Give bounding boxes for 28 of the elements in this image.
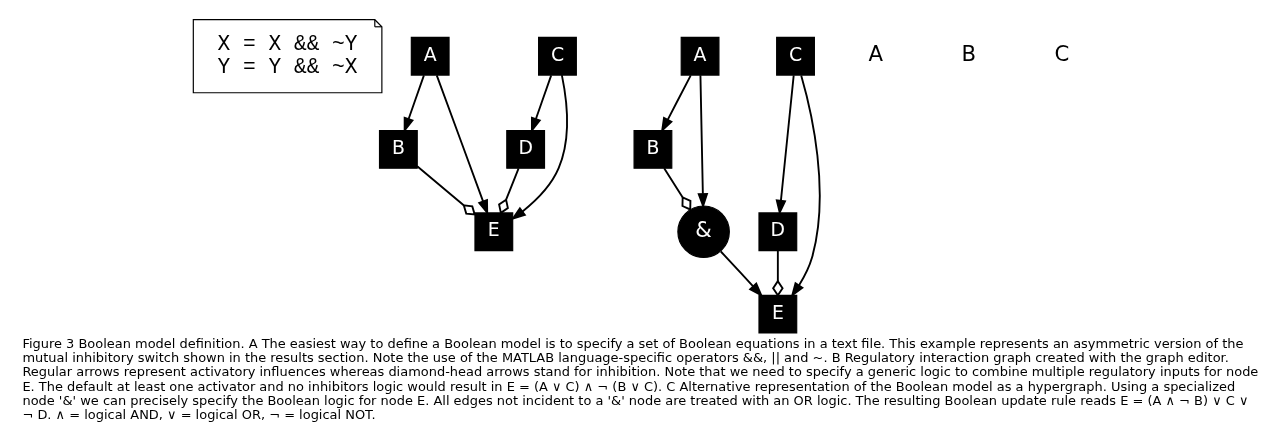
node-box: D <box>506 129 546 169</box>
label: A <box>868 41 883 67</box>
node-box: B <box>378 129 418 169</box>
arrow <box>790 74 821 298</box>
arrow <box>510 74 568 221</box>
node-box: C <box>776 36 815 76</box>
node-box: A <box>410 36 450 76</box>
node-box: A <box>680 36 720 76</box>
connector <box>498 167 520 215</box>
connector <box>772 249 784 297</box>
arrow <box>697 74 709 209</box>
connector <box>416 165 476 216</box>
node-box: D <box>758 212 798 252</box>
label: B <box>961 41 977 67</box>
node-box: E <box>758 294 798 334</box>
node-box: B <box>633 129 673 169</box>
label: C <box>1054 41 1070 67</box>
arrow <box>435 74 489 216</box>
arrow <box>530 74 553 133</box>
arrow <box>775 74 795 216</box>
node-circle: & <box>677 205 730 259</box>
node-box: C <box>538 36 577 76</box>
arrow <box>660 74 692 133</box>
caption: Figure 3 Boolean model definition. A The easiest way to define a Boolean model is to specify a set of Boolean equations in a text file. This example represents an asymmetric version of the mutual inhibitory switch shown in the results section. Note the use of the MATLAB language-specific operators &&, || and ~. B Regulatory interaction graph created with the graph editor. Regular arrows represent activatory influences whereas diamond-head arrows stand for inhibition. Note that we need to specify a generic logic to combine multiple regulatory inputs for node E. The default at least one activator and no inhibitors logic would result in E = (A ∨ C) ∧ ¬ (B ∨ C). C Alternative representation of the Boolean model as a hypergraph. Using a specialized node '&' we can precisely specify the Boolean logic for node E. All edges not incident to a '&' node are treated with an OR logic. The resulting Boolean update rule reads E = (A ∧ ¬ B) ∨ C ∨ ¬ D. ∧ = logical AND, ∨ = logical OR, ¬ = logical NOT. <box>22 336 1259 422</box>
arrow <box>403 74 425 133</box>
connector <box>663 167 692 211</box>
arrow <box>719 250 764 298</box>
node-box: E <box>474 212 514 252</box>
